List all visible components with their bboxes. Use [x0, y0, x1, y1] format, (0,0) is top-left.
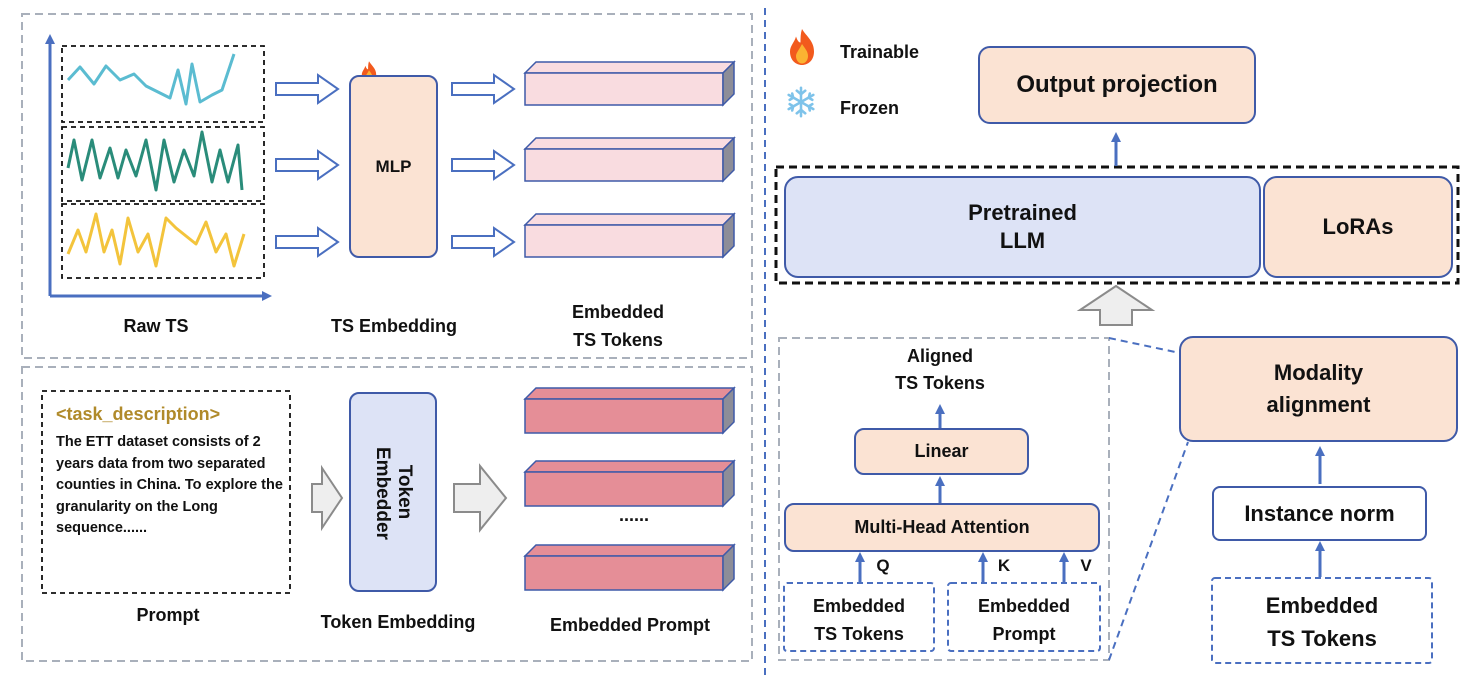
instance-norm-label: Instance norm: [1244, 500, 1395, 526]
loras-box: LoRAs: [1263, 176, 1453, 278]
right-emb-ts-line2: TS Tokens: [1267, 626, 1377, 651]
ts-series-teal: [66, 130, 244, 192]
output-projection-box: Output projection: [978, 46, 1256, 124]
ts-series-box-3: [61, 203, 265, 279]
fire-icon: [790, 29, 814, 65]
output-projection-label: Output projection: [1016, 71, 1218, 98]
zoom-line-top: [1108, 337, 1181, 354]
token-embedder-box: [349, 392, 437, 592]
pretrained-llm-line2: LLM: [999, 228, 1046, 253]
linear-box: Linear: [854, 428, 1029, 475]
embedded-prompt-label: Embedded Prompt: [549, 615, 710, 635]
ts-hollow-arrows: [275, 73, 516, 258]
emb-ts-input-line2: TS Tokens: [814, 624, 904, 644]
prompt-token-prism-1: [523, 386, 736, 435]
emb-ts-input-box: [783, 582, 935, 652]
ts-series-cyan: [66, 53, 236, 106]
emb-prompt-input-line2: Prompt: [992, 624, 1056, 644]
k-label: K: [997, 556, 1011, 575]
prompt-text: The ETT dataset consists of 2 years data…: [56, 434, 283, 536]
token-embedder-label: Token Embedder: [372, 447, 415, 540]
mlp-box: MLP: [349, 75, 438, 258]
modality-alignment-line1: Modality: [1273, 360, 1364, 385]
embedded-prompt-tokens-graphic: [523, 386, 736, 592]
ts-token-prism-1: [523, 60, 736, 107]
alignment-to-llm-arrow: [1076, 284, 1156, 326]
right-emb-ts-line1: Embedded: [1265, 593, 1379, 618]
ts-token-prism-3: [523, 212, 736, 259]
emb-prompt-input-box: [947, 582, 1101, 652]
legend-trainable-label: Trainable: [840, 42, 920, 62]
v-label: V: [1080, 556, 1092, 575]
pretrained-llm-line1: Pretrained: [968, 200, 1077, 225]
emb-prompt-input-line1: Embedded: [977, 596, 1070, 616]
multi-head-attention-box: Multi-Head Attention: [784, 503, 1100, 552]
loras-label: LoRAs: [1322, 214, 1394, 239]
task-description-tag: <task_description>: [56, 404, 221, 424]
legend-frozen-label: Frozen: [840, 98, 900, 118]
q-label: Q: [876, 556, 890, 575]
aligned-ts-tokens-line2: TS Tokens: [895, 373, 985, 393]
prompt-token-prism-3: [523, 543, 736, 592]
modality-alignment-line2: alignment: [1266, 392, 1371, 417]
embedded-ts-tokens-label-2: TS Tokens: [573, 330, 663, 350]
prompt-token-prism-2: [523, 459, 736, 508]
prompt-hollow-arrows: [311, 463, 508, 533]
ts-panel-border: [21, 13, 753, 359]
right-emb-ts-box: [1211, 577, 1433, 664]
ts-series-box-1: [61, 45, 265, 123]
embedded-ts-tokens-graphic: [523, 60, 736, 259]
prompt-label: Prompt: [136, 605, 200, 625]
ts-token-prism-2: [523, 136, 736, 183]
mlp-label: MLP: [375, 156, 412, 176]
snowflake-icon: [787, 86, 815, 118]
pretrained-llm-box: Pretrained LLM: [784, 176, 1261, 278]
aligned-ts-tokens-line1: Aligned: [907, 346, 973, 366]
raw-ts-label: Raw TS: [123, 316, 189, 336]
ts-series-yellow: [66, 212, 246, 268]
llm-frame: [774, 165, 1460, 285]
emb-ts-input-line1: Embedded: [812, 596, 905, 616]
multi-head-attention-label: Multi-Head Attention: [854, 517, 1030, 537]
prompt-ellipsis: ......: [618, 505, 649, 525]
embedded-ts-tokens-label-1: Embedded: [571, 302, 664, 322]
prompt-panel-border: [21, 366, 753, 662]
instance-norm-box: Instance norm: [1212, 486, 1427, 541]
modality-alignment-box: Modality alignment: [1179, 336, 1458, 442]
zoom-line-bottom: [1108, 441, 1189, 661]
token-embedder-label-wrap: Token Embedder: [349, 392, 437, 592]
token-embedding-label: Token Embedding: [320, 612, 476, 632]
ts-series-box-2: [61, 126, 265, 202]
linear-label: Linear: [914, 441, 969, 461]
ts-embedding-label: TS Embedding: [331, 316, 457, 336]
